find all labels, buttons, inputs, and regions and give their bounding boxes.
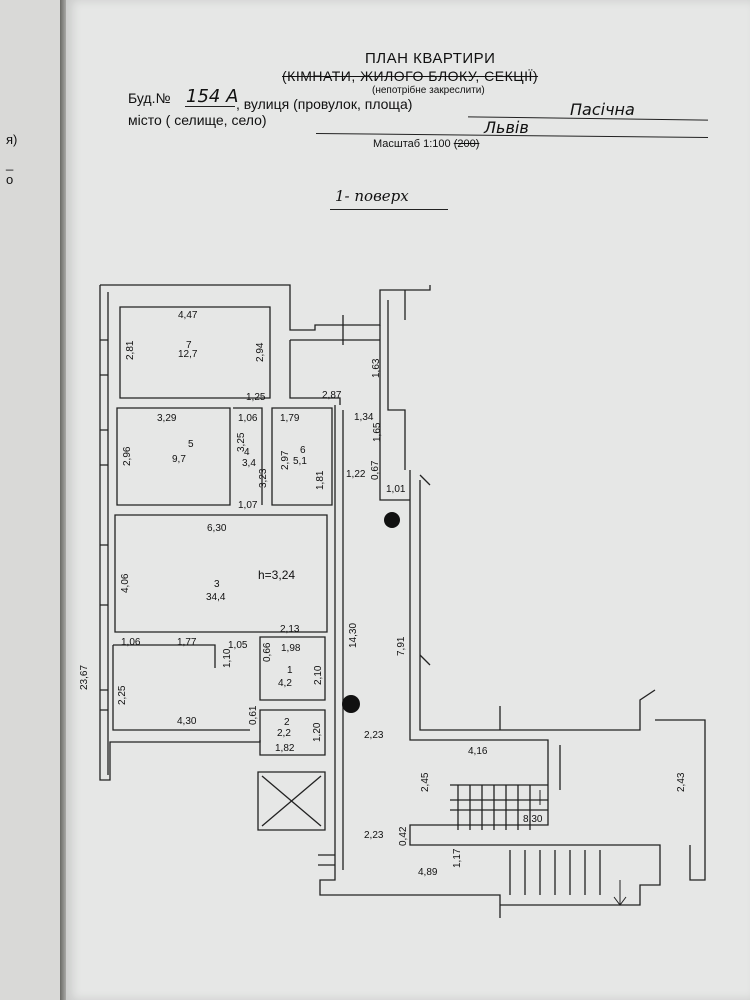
dimension-label: 23,67 xyxy=(79,665,90,690)
room-area: 2,2 xyxy=(277,728,291,739)
dimension-label: 1,25 xyxy=(246,392,266,403)
ceiling-height: h=3,24 xyxy=(258,568,295,582)
dimension-label: 1,81 xyxy=(315,470,326,490)
scale-text: Масштаб 1:100 (200) xyxy=(373,138,479,150)
scale-label: Масштаб 1:100 xyxy=(373,138,451,150)
room-number: 5 xyxy=(188,439,194,450)
dimension-label: 0,67 xyxy=(370,460,381,480)
left-page-fragment: я) xyxy=(6,132,18,147)
dimension-label: 2,13 xyxy=(280,624,300,635)
dimension-label: 4,47 xyxy=(178,310,198,321)
dimension-label: 1,77 xyxy=(177,637,197,648)
dimension-label: 1,79 xyxy=(280,413,300,424)
city-value: Львів xyxy=(484,118,529,137)
street-value: Пасічна xyxy=(570,100,635,119)
room-area: 5,1 xyxy=(293,456,307,467)
dimension-label: 2,43 xyxy=(676,772,687,792)
dimension-label: 2,97 xyxy=(280,450,291,470)
dimension-label: 0,61 xyxy=(248,705,259,725)
dimension-label: 1,20 xyxy=(312,722,323,742)
strike-note: (непотрібне закреслити) xyxy=(372,85,485,96)
dimension-label: 1,63 xyxy=(371,358,382,378)
dimension-label: 8,30 xyxy=(523,814,543,825)
room-area: 4,2 xyxy=(278,678,292,689)
room-number: 2 xyxy=(284,717,290,728)
dimension-label: 7,91 xyxy=(396,636,407,656)
dimension-label: 1,06 xyxy=(238,413,258,424)
city-label: місто ( селище, село) xyxy=(128,112,267,128)
dimension-label: 0,42 xyxy=(398,826,409,846)
dimension-label: 1,06 xyxy=(121,637,141,648)
dimension-label: 2,87 xyxy=(322,390,342,401)
dimension-label: 1,10 xyxy=(222,648,233,668)
left-page-fragment: о xyxy=(6,172,14,187)
dimension-label: 0,66 xyxy=(262,642,273,662)
dimension-label: 1,34 xyxy=(354,412,374,423)
dimension-label: 2,81 xyxy=(125,340,136,360)
dimension-label: 1,17 xyxy=(452,848,463,868)
dimension-label: 4,16 xyxy=(468,746,488,757)
dimension-label: 2,23 xyxy=(364,730,384,741)
building-label: Буд.№ xyxy=(128,90,171,106)
document-title: ПЛАН КВАРТИРИ xyxy=(365,50,496,67)
dimension-label: 14,30 xyxy=(348,623,359,648)
dimension-label: 3,23 xyxy=(258,468,269,488)
room-number: 3 xyxy=(214,579,220,590)
dimension-label: 2,10 xyxy=(313,665,324,685)
column-marker xyxy=(384,512,400,528)
street-label: , вулиця (провулок, площа) xyxy=(236,96,413,112)
dimension-label: 3,29 xyxy=(157,413,177,424)
dimension-label: 1,22 xyxy=(346,469,366,480)
dimension-label: 1,07 xyxy=(238,500,258,511)
dimension-label: 2,96 xyxy=(122,446,133,466)
page-edge xyxy=(60,0,68,1000)
scale-struck: (200) xyxy=(453,138,480,150)
dimension-label: 1,05 xyxy=(228,640,248,651)
room-area: 3,4 xyxy=(242,458,256,469)
dimension-label: 1,01 xyxy=(386,484,406,495)
room-number: 7 xyxy=(186,340,192,351)
room-number: 6 xyxy=(300,445,306,456)
dimension-label: 4,89 xyxy=(418,867,438,878)
column-marker xyxy=(342,695,360,713)
dimension-label: 2,23 xyxy=(364,830,384,841)
room-area: 12,7 xyxy=(178,349,198,360)
dimension-label: 4,06 xyxy=(120,573,131,593)
room-number: 4 xyxy=(244,447,250,458)
dimension-label: 2,94 xyxy=(255,342,266,362)
dimension-label: 1,82 xyxy=(275,743,295,754)
dimension-label: 2,45 xyxy=(420,772,431,792)
floor-label: 1- поверх xyxy=(335,187,409,205)
room-area: 9,7 xyxy=(172,454,186,465)
dimension-label: 6,30 xyxy=(207,523,227,534)
document-subtitle: (КІМНАТИ, ЖИЛОГО БЛОКУ, СЕКЦІЇ) xyxy=(282,68,539,84)
dimension-label: 2,25 xyxy=(117,685,128,705)
dimension-label: 4,30 xyxy=(177,716,197,727)
dimension-label: 3,25 xyxy=(236,432,247,452)
dimension-label: 1,98 xyxy=(281,643,301,654)
left-page-fragment: _ xyxy=(6,156,14,171)
room-number: 1 xyxy=(287,665,293,676)
building-number: 154 А xyxy=(186,86,239,107)
dimension-label: 1,65 xyxy=(372,422,383,442)
room-area: 34,4 xyxy=(206,592,226,603)
